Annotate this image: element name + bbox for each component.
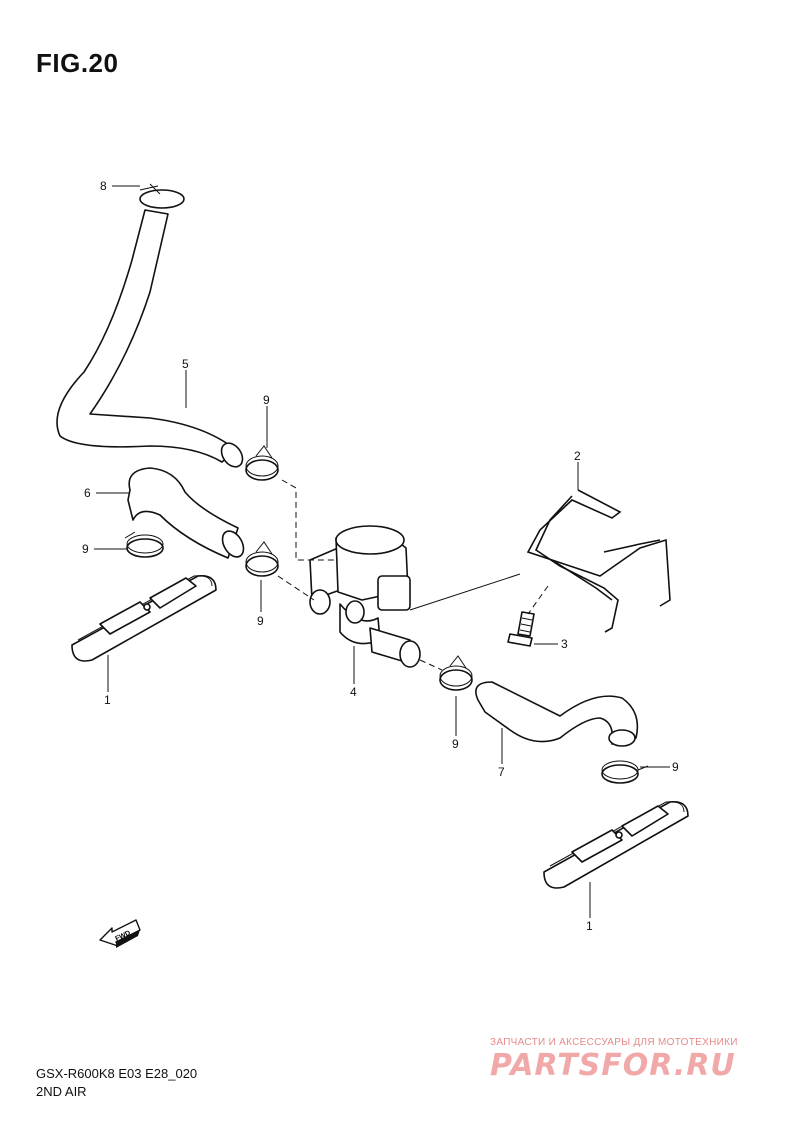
- fwd-arrow-icon: FWD: [99, 919, 141, 948]
- model-code: GSX-R600K8 E03 E28_020: [36, 1066, 198, 1081]
- part-9-clamp-right: [601, 760, 649, 784]
- part-1-cover-upper: [71, 574, 217, 662]
- callout-1-lower: 1: [586, 919, 593, 933]
- section-name: 2ND AIR: [36, 1084, 87, 1099]
- part-1-cover-lower: [543, 800, 689, 889]
- part-8-cap: [139, 183, 185, 209]
- callout-9-middle: 9: [257, 614, 264, 628]
- part-9-clamp-middle: [245, 541, 279, 577]
- watermark-logo: PARTSFOR.RU: [490, 1048, 736, 1083]
- callout-1-upper: 1: [104, 693, 111, 707]
- part-9-clamp-upper: [245, 445, 279, 481]
- figure-title: FIG.20: [36, 48, 119, 78]
- part-9-clamp-lower: [439, 655, 473, 691]
- callout-7: 7: [498, 765, 505, 779]
- callout-4: 4: [350, 685, 357, 699]
- callout-5: 5: [182, 357, 189, 371]
- part-6-hose: [127, 467, 245, 559]
- part-4-air-valve: [309, 525, 421, 668]
- part-5-hose: [56, 209, 244, 468]
- callout-9-right: 9: [672, 760, 679, 774]
- leader-lines: [94, 185, 670, 918]
- part-2-bracket: [526, 489, 671, 633]
- callout-3: 3: [561, 637, 568, 651]
- watermark-tagline: ЗАПЧАСТИ И АКСЕССУАРЫ ДЛЯ МОТОТЕХНИКИ: [490, 1037, 738, 1048]
- callout-6: 6: [84, 486, 91, 500]
- callout-9-left: 9: [82, 542, 89, 556]
- part-3-bolt: [507, 611, 535, 647]
- part-7-hose: [475, 681, 639, 747]
- part-9-clamp-left: [124, 531, 164, 558]
- callout-9-lower: 9: [452, 737, 459, 751]
- callout-9-upper: 9: [263, 393, 270, 407]
- callout-8: 8: [100, 179, 107, 193]
- callout-2: 2: [574, 449, 581, 463]
